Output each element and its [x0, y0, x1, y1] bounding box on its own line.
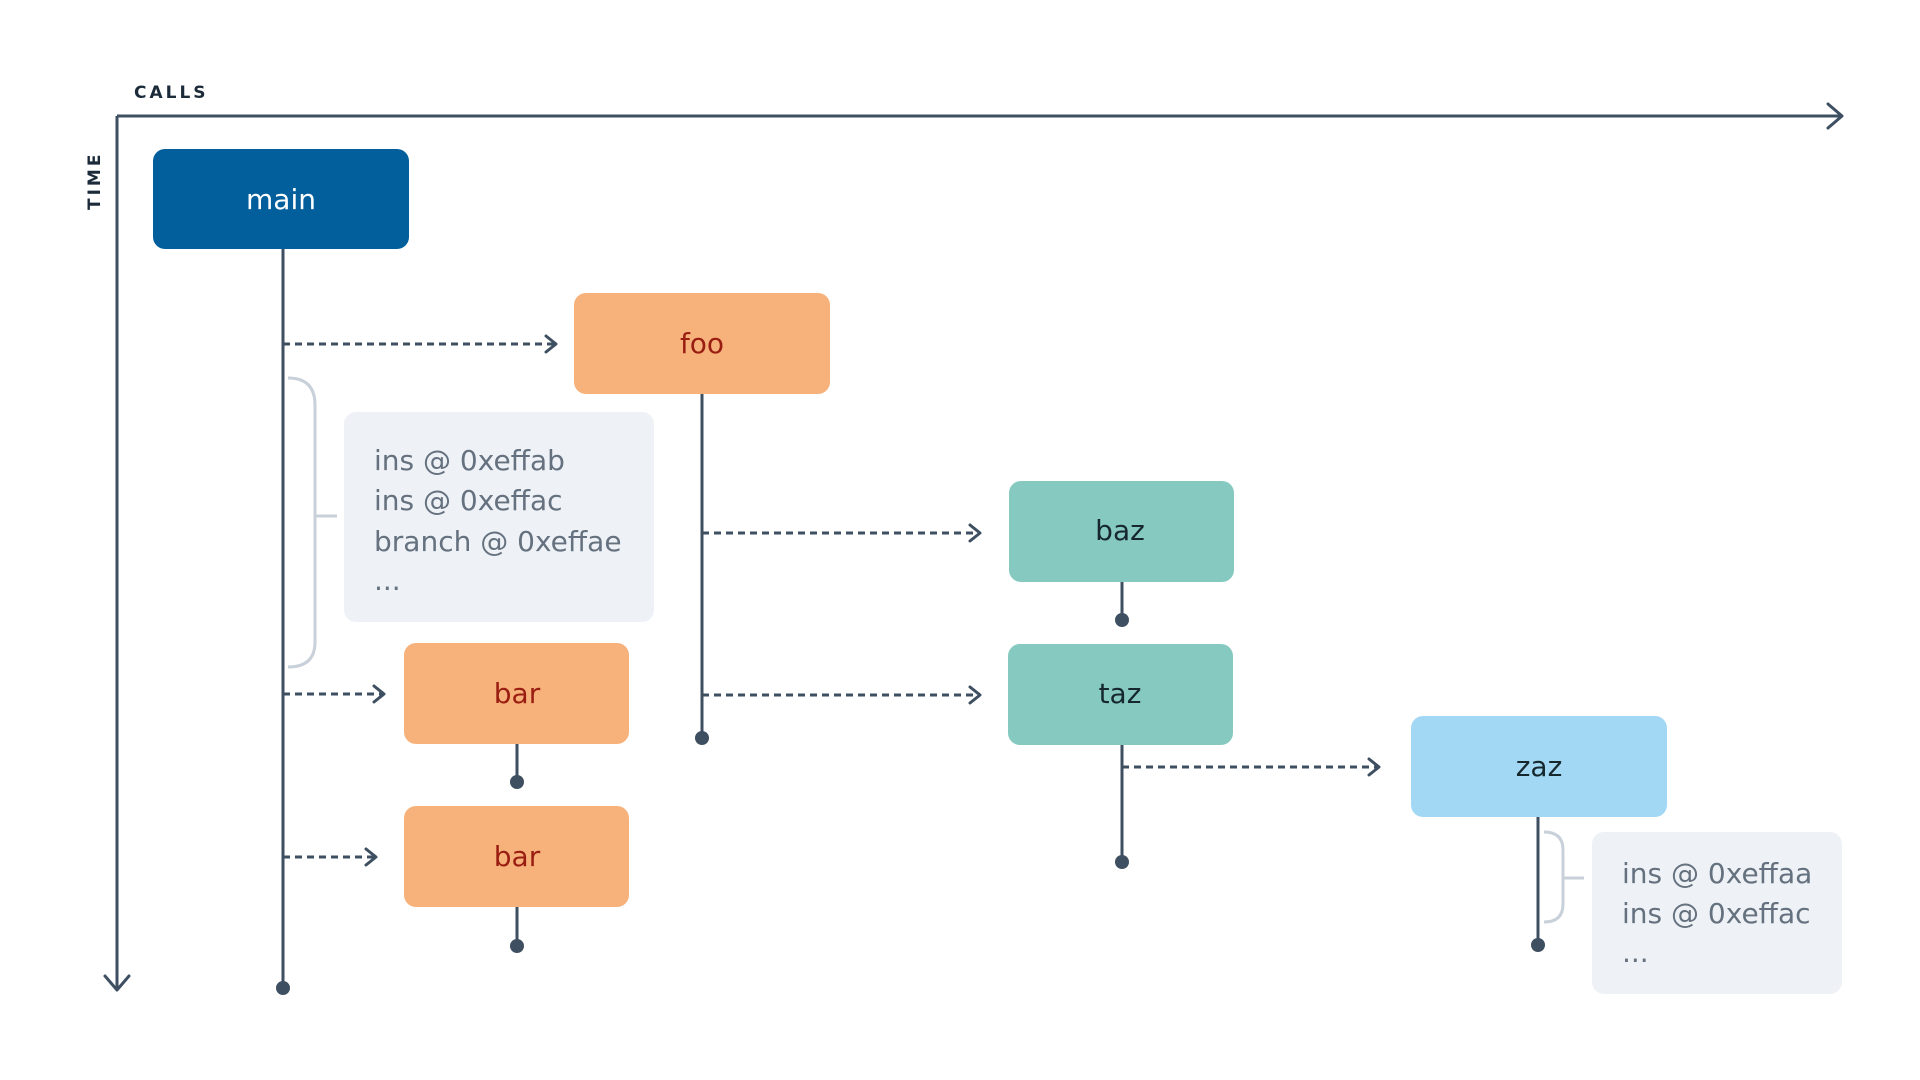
- zaz-trace-line-2: ins @ 0xeffac: [1622, 897, 1811, 930]
- zaz-timeline: [1531, 816, 1545, 952]
- foo-timeline: [695, 394, 982, 745]
- zaz-trace-line-1: ins @ 0xeffaa: [1622, 857, 1812, 890]
- node-bar-2-label: bar: [494, 840, 541, 873]
- taz-end-dot: [1115, 855, 1129, 869]
- main-timeline: [276, 248, 290, 995]
- taz-timeline: [1115, 744, 1381, 869]
- node-taz[interactable]: taz: [1008, 644, 1233, 745]
- calls-axis-arrowhead: [1826, 102, 1844, 130]
- foo-end-dot: [695, 731, 709, 745]
- node-taz-label: taz: [1099, 677, 1142, 710]
- node-bar-1-label: bar: [494, 677, 541, 710]
- node-baz[interactable]: baz: [1009, 481, 1234, 582]
- baz-end-dot: [1115, 613, 1129, 627]
- node-bar-2[interactable]: bar: [404, 806, 629, 907]
- main-trace-line-2: ins @ 0xeffac: [374, 484, 563, 517]
- main-end-dot: [276, 981, 290, 995]
- bar2-timeline: [510, 907, 524, 953]
- zaz-trace-note: ins @ 0xeffaa ins @ 0xeffac ...: [1592, 832, 1842, 994]
- node-foo[interactable]: foo: [574, 293, 830, 394]
- baz-timeline: [1115, 582, 1129, 627]
- zaz-trace-line-3: ...: [1622, 936, 1649, 969]
- calls-axis-label: CALLS: [134, 83, 209, 103]
- main-trace-line-4: ...: [374, 564, 401, 597]
- zaz-trace-bracket: [1543, 830, 1584, 924]
- main-call-arrows: [283, 334, 558, 867]
- main-trace-line-1: ins @ 0xeffab: [374, 444, 565, 477]
- zaz-end-dot: [1531, 938, 1545, 952]
- main-trace-note: ins @ 0xeffab ins @ 0xeffac branch @ 0xe…: [344, 412, 654, 622]
- node-zaz[interactable]: zaz: [1411, 716, 1667, 817]
- axes: CALLS TIME: [85, 83, 1844, 992]
- time-axis-label: TIME: [85, 152, 105, 210]
- bar1-timeline: [510, 744, 524, 789]
- main-trace-bracket: [287, 376, 337, 669]
- node-baz-label: baz: [1095, 514, 1145, 547]
- main-trace-line-3: branch @ 0xeffae: [374, 525, 622, 558]
- node-main-label: main: [246, 183, 316, 216]
- node-bar-1[interactable]: bar: [404, 643, 629, 744]
- time-axis-arrowhead: [103, 974, 131, 992]
- node-zaz-label: zaz: [1516, 750, 1563, 783]
- node-foo-label: foo: [680, 327, 724, 360]
- node-main[interactable]: main: [153, 149, 409, 249]
- bar2-end-dot: [510, 939, 524, 953]
- bar1-end-dot: [510, 775, 524, 789]
